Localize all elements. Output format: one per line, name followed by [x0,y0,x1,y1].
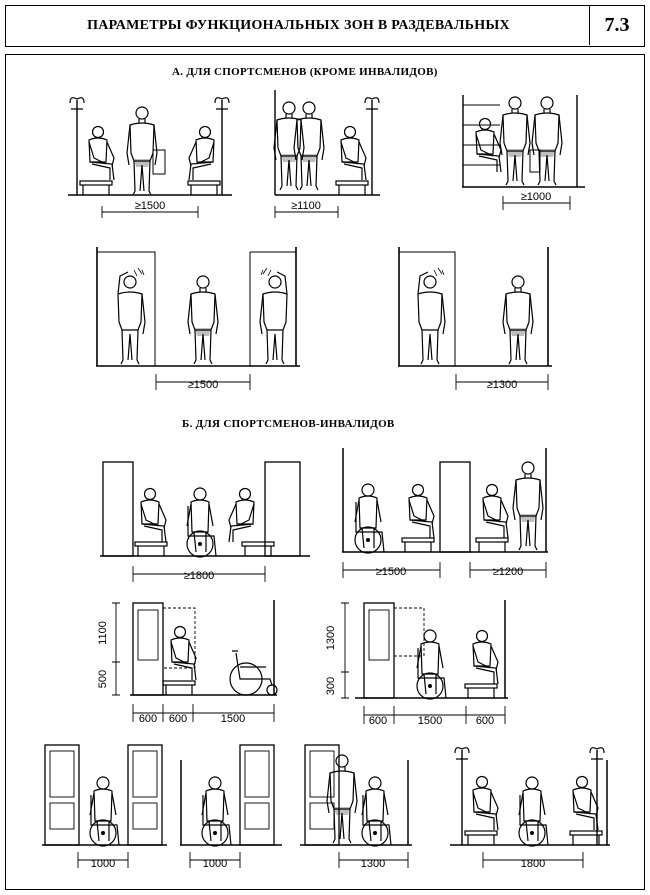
scene-a3 [462,95,585,210]
dim-c2-v2: 300 [325,677,337,695]
dim-d3: 1300 [361,858,385,870]
scene-a1 [68,96,232,218]
scene-b1 [100,461,310,582]
figure-number: 7.3 [589,6,644,45]
dim-c2-h2: 1500 [418,715,442,727]
dim-a1: ≥1500 [135,200,166,212]
scene-b2 [342,448,548,578]
scene-d2 [180,744,282,868]
dim-c1-h2: 600 [169,713,187,725]
scene-c2 [341,600,508,724]
dim-a2: ≥1100 [291,200,321,212]
page-title: ПАРАМЕТРЫ ФУНКЦИОНАЛЬНЫХ ЗОН В РАЗДЕВАЛЬ… [87,17,510,33]
page-header: ПАРАМЕТРЫ ФУНКЦИОНАЛЬНЫХ ЗОН В РАЗДЕВАЛЬ… [5,5,645,47]
dim-c1-h1: 600 [139,713,157,725]
scene-d3 [300,744,412,868]
dim-c2-h3: 600 [476,715,494,727]
dim-c1-h3: 1500 [221,713,245,725]
section-b-title: Б. ДЛЯ СПОРТСМЕНОВ-ИНВАЛИДОВ [182,418,395,430]
scene-a5 [398,247,552,390]
dim-b2: ≥1500 [376,566,407,578]
dim-c2-v1: 1300 [325,626,337,650]
dim-c1-v1: 1100 [97,621,109,645]
scene-a2 [273,90,380,218]
dim-b1: ≥1800 [184,570,215,582]
scene-d4 [450,746,610,868]
scene-c1 [112,600,278,722]
dim-d2: 1000 [203,858,227,870]
dim-b3: ≥1200 [493,566,524,578]
dim-d1: 1000 [91,858,115,870]
diagram-frame [5,54,645,890]
dim-d4: 1800 [521,858,545,870]
scene-d1 [42,744,167,868]
scene-a4 [96,247,300,390]
dim-c1-v2: 500 [97,670,109,688]
section-a-title: А. ДЛЯ СПОРТСМЕНОВ (КРОМЕ ИНВАЛИДОВ) [172,66,438,78]
dim-a4: ≥1500 [188,379,219,391]
dim-c2-h1: 600 [369,715,387,727]
dim-a3: ≥1000 [521,191,552,203]
dim-a5: ≥1300 [487,379,518,391]
